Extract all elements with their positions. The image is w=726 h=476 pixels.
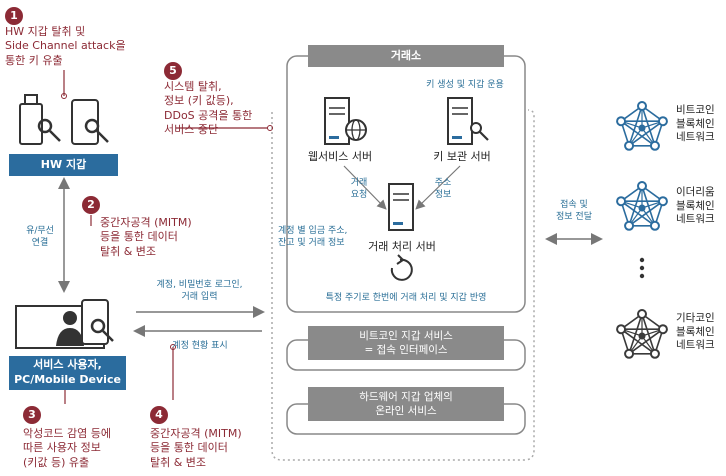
other-network-icon bbox=[616, 309, 668, 359]
usb-key-icon bbox=[19, 94, 61, 145]
threat-text-3: 악성코드 감염 등에 따른 사용자 정보 (키값 등) 유출 bbox=[23, 427, 111, 469]
cycle-note: 특정 주기로 한번에 거래 처리 및 지갑 반영 bbox=[325, 293, 487, 303]
network-label-other: 기타코인 블록체인 네트워크 bbox=[676, 312, 715, 352]
threat-badge-3: 3 bbox=[23, 406, 41, 424]
threat-text-5: 시스템 탈취, 정보 (키 값등), DDoS 공격을 통한 서비스 중단 bbox=[164, 80, 253, 136]
network-label-bitcoin: 비트코인 블록체인 네트워크 bbox=[676, 104, 715, 144]
trade-server-icon bbox=[388, 183, 414, 231]
ethereum-network-icon bbox=[616, 181, 668, 231]
threat-badge-4: 4 bbox=[150, 406, 168, 424]
pc-user-icon bbox=[15, 299, 114, 349]
threat-badge-1: 1 bbox=[5, 7, 23, 25]
mobile-key-icon bbox=[71, 99, 109, 145]
threat-badge-5: 5 bbox=[164, 62, 182, 80]
threat-text-4: 중간자공격 (MITM) 등을 통한 데이터 탈취 & 변조 bbox=[150, 427, 242, 469]
threat-badge-2: 2 bbox=[82, 196, 100, 214]
link-label-wired-wireless: 유/무선 연결 bbox=[26, 226, 54, 248]
trade-request-label: 거래 요청 bbox=[350, 178, 368, 200]
account-note: 계정 별 입금 주소, 잔고 및 거래 정보 bbox=[278, 226, 348, 248]
address-info-label: 주소 정보 bbox=[434, 178, 452, 200]
response-label: 계정 현황 표시 bbox=[172, 341, 228, 351]
hardware-wallet-online-box: 하드웨어 지갑 업체의 온라인 서비스 bbox=[308, 387, 504, 421]
threat-text-1: HW 지갑 탈취 및 Side Channel attack을 통한 키 유출 bbox=[5, 25, 126, 67]
threat-text-2: 중간자공격 (MITM) 등을 통한 데이터 탈취 & 변조 bbox=[100, 216, 192, 258]
key-note: 키 생성 및 지갑 운용 bbox=[426, 80, 504, 90]
web-server-label: 웹서비스 서버 bbox=[307, 150, 373, 163]
network-label-ethereum: 이더리움 블록체인 네트워크 bbox=[676, 186, 715, 226]
exchange-title: 거래소 bbox=[390, 49, 422, 62]
refresh-icon bbox=[390, 254, 413, 281]
exchange-title-bar bbox=[308, 45, 504, 67]
trade-server-label: 거래 처리 서버 bbox=[368, 240, 436, 253]
dotted-frame bbox=[271, 109, 535, 461]
hw-wallet-box: HW 지갑 bbox=[9, 154, 118, 176]
service-user-box: 서비스 사용자, PC/Mobile Device bbox=[9, 356, 126, 390]
bitcoin-network-icon bbox=[616, 101, 668, 151]
bitcoin-wallet-service-box: 비트코인 지갑 서비스 = 접속 인터페이스 bbox=[308, 326, 504, 360]
key-server-label: 키 보관 서버 bbox=[433, 150, 491, 163]
key-server-icon bbox=[447, 97, 489, 145]
web-server-icon bbox=[324, 97, 367, 145]
network-link-label: 접속 및 정보 전달 bbox=[556, 200, 592, 222]
request-label: 계정, 비밀번호 로그인, 거래 입력 bbox=[156, 280, 243, 302]
